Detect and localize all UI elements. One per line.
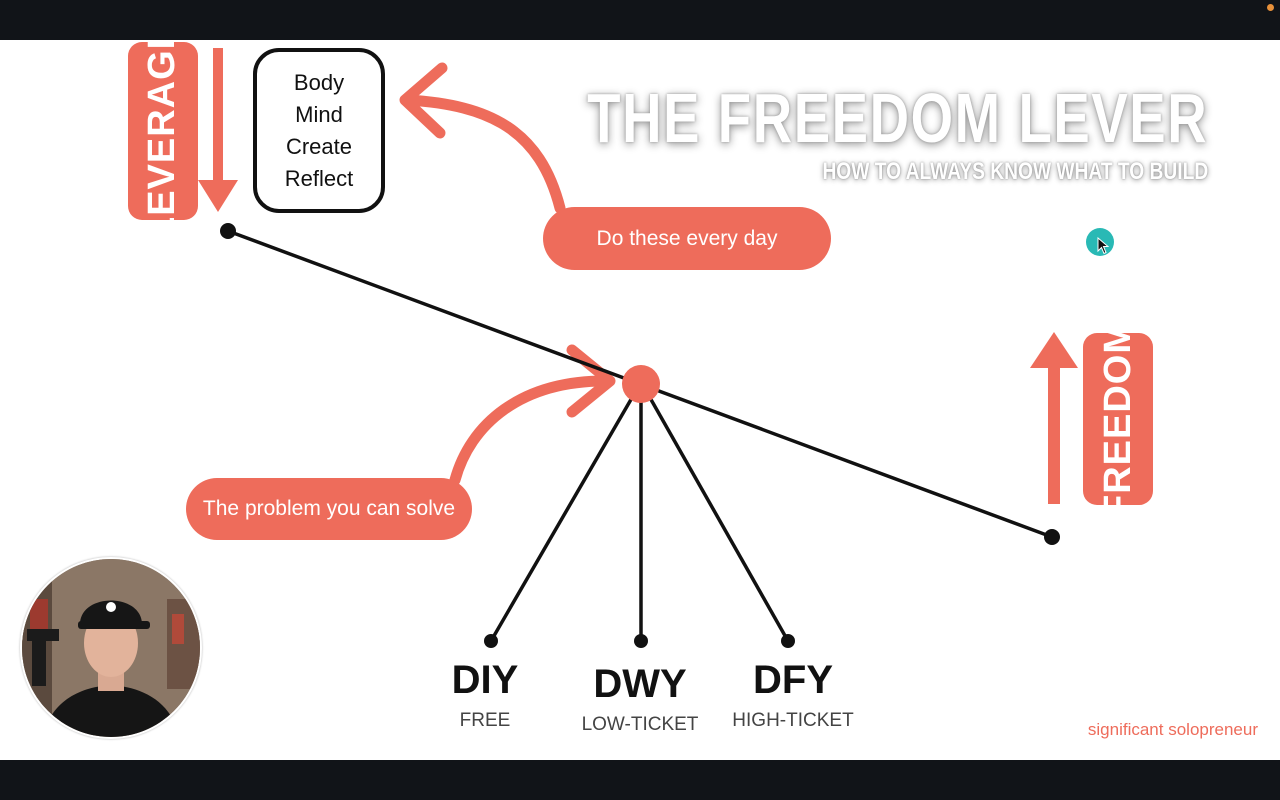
presenter-webcam-avatar [20, 557, 202, 739]
habit-item: Create [285, 133, 353, 159]
offer-dfy: DFY HIGH-TICKET [708, 658, 878, 732]
leverage-down-arrow-icon [198, 48, 238, 212]
bottom-letterbox-bar [0, 760, 1280, 800]
mouse-pointer-icon [1097, 237, 1109, 255]
offer-price: LOW-TICKET [581, 714, 699, 735]
presenter-silhouette-icon [22, 559, 200, 737]
freedom-label: FREEDOM [1096, 320, 1139, 518]
leverage-label-tag: LEVERAGE [128, 40, 198, 240]
offer-code: DFY [753, 658, 833, 702]
offer-diy: DIY FREE [400, 658, 570, 732]
branch-dwy-endpoint [634, 634, 648, 648]
habit-item: Body [293, 69, 345, 95]
freedom-up-arrow-icon [1030, 332, 1078, 504]
daily-callout-curved-arrow-icon [399, 62, 566, 214]
branch-diy [489, 395, 635, 642]
recording-indicator-icon [1267, 4, 1274, 11]
problem-callout-pill: The problem you can solve [186, 478, 472, 540]
slide-title: THE FREEDOM LEVER [586, 79, 1208, 157]
slide-subtitle: HOW TO ALWAYS KNOW WHAT TO BUILD [822, 158, 1208, 185]
lever-left-endpoint [220, 223, 236, 239]
presentation-slide: THE FREEDOM LEVER HOW TO ALWAYS KNOW WHA… [0, 40, 1280, 760]
offer-code: DWY [593, 662, 687, 706]
habit-item: Reflect [284, 165, 354, 191]
branch-dfy-endpoint [781, 634, 795, 648]
leverage-label: LEVERAGE [141, 40, 184, 240]
offer-code: DIY [451, 658, 519, 702]
branch-diy-endpoint [484, 634, 498, 648]
offer-dwy: DWY LOW-TICKET [555, 662, 725, 736]
daily-habits-box: Body Mind Create Reflect [253, 48, 385, 213]
fulcrum-callout-curved-arrow-icon [449, 344, 616, 486]
top-letterbox-bar [0, 0, 1280, 40]
habit-item: Mind [295, 101, 343, 127]
offer-price: HIGH-TICKET [732, 710, 854, 731]
brand-wordmark: significant solopreneur [1087, 720, 1258, 739]
offer-price: FREE [459, 710, 511, 731]
daily-callout-pill: Do these every day [543, 207, 831, 270]
branch-dfy [647, 395, 790, 642]
lever-diagram [198, 48, 1078, 648]
freedom-label-tag: FREEDOM [1083, 321, 1153, 518]
fulcrum-point [622, 365, 660, 403]
lever-right-endpoint [1044, 529, 1060, 545]
